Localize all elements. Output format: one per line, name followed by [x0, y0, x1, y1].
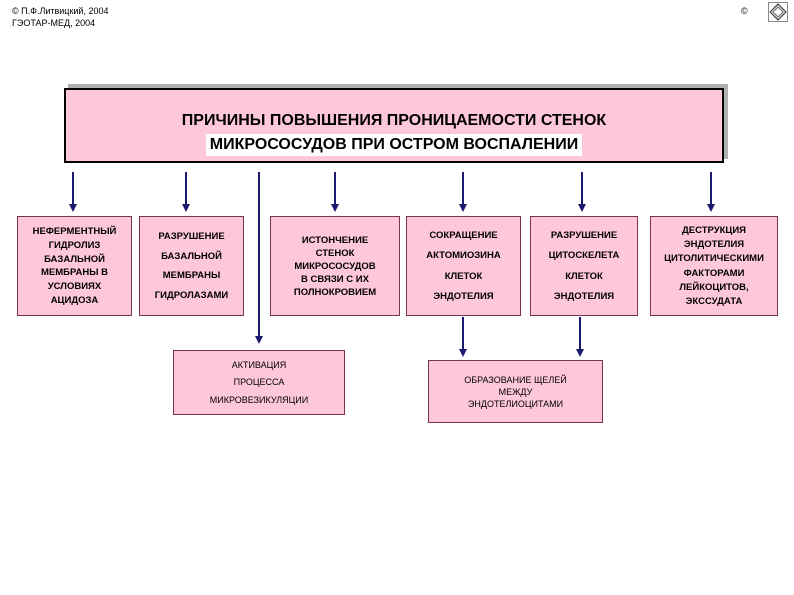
box-text: АКТОМИОЗИНА: [426, 250, 501, 262]
box-text: ЭНДОТЕЛИЯ: [553, 291, 615, 303]
box-text: ЭНДОТЕЛИОЦИТАМИ: [467, 398, 564, 409]
box-text: ФАКТОРАМИ: [683, 267, 745, 279]
cause-box-actomyosin-contraction: СОКРАЩЕНИЕ АКТОМИОЗИНА КЛЕТОК ЭНДОТЕЛИЯ: [406, 216, 521, 316]
box-text: БАЗАЛЬНОЙ: [161, 250, 222, 262]
box-text: ПОЛНОКРОВИЕМ: [293, 286, 377, 298]
box-text: СТЕНОК: [315, 247, 355, 259]
box-text: РАЗРУШЕНИЕ: [158, 231, 225, 243]
box-text: МИКРОСОСУДОВ: [294, 260, 376, 272]
box-text: ЭНДОТЕЛИЯ: [433, 291, 494, 303]
cause-box-wall-thinning: ИСТОНЧЕНИЕ СТЕНОК МИКРОСОСУДОВ В СВЯЗИ С…: [270, 216, 400, 316]
box-text: ОБРАЗОВАНИЕ ЩЕЛЕЙ: [464, 374, 567, 385]
box-text: БАЗАЛЬНОЙ: [44, 253, 105, 265]
box-text: ЭКССУДАТА: [685, 296, 743, 308]
copyright-line-2: ГЭОТАР-МЕД, 2004: [12, 18, 96, 28]
box-text: МЕЖДУ: [498, 386, 533, 397]
box-text: ЭНДОТЕЛИЯ: [683, 238, 745, 250]
box-text: АКТИВАЦИЯ: [231, 359, 287, 370]
diagram-title-line-2: МИКРОСОСУДОВ ПРИ ОСТРОМ ВОСПАЛЕНИИ: [205, 134, 583, 156]
box-text: В СВЯЗИ С ИХ: [301, 273, 369, 285]
cause-box-endothelium-destruction: ДЕСТРУКЦИЯ ЭНДОТЕЛИЯ ЦИТОЛИТИЧЕСКИМИ ФАК…: [650, 216, 778, 316]
diagram-title-box: ПРИЧИНЫ ПОВЫШЕНИЯ ПРОНИЦАЕМОСТИ СТЕНОК М…: [64, 88, 724, 163]
effect-box-interendothelial-gaps: ОБРАЗОВАНИЕ ЩЕЛЕЙ МЕЖДУ ЭНДОТЕЛИОЦИТАМИ: [428, 360, 603, 423]
box-text: КЛЕТОК: [565, 270, 603, 282]
cause-box-membrane-hydrolases: РАЗРУШЕНИЕ БАЗАЛЬНОЙ МЕМБРАНЫ ГИДРОЛАЗАМ…: [139, 216, 244, 316]
box-text: МЕМБРАНЫ: [162, 270, 221, 282]
box-text: ЛЕЙКОЦИТОВ,: [679, 281, 749, 293]
box-text: МЕМБРАНЫ В: [40, 267, 108, 279]
box-text: ЦИТОСКЕЛЕТА: [548, 250, 620, 262]
box-text: ДЕСТРУКЦИЯ: [681, 224, 747, 236]
box-text: АЦИДОЗА: [50, 294, 99, 306]
box-text: РАЗРУШЕНИЕ: [550, 229, 618, 241]
cause-box-cytoskeleton-destruction: РАЗРУШЕНИЕ ЦИТОСКЕЛЕТА КЛЕТОК ЭНДОТЕЛИЯ: [530, 216, 638, 316]
box-text: НЕФЕРМЕНТНЫЙ: [32, 226, 117, 238]
copyright-line-1: © П.Ф.Литвицкий, 2004: [12, 6, 109, 16]
box-text: СОКРАЩЕНИЕ: [429, 229, 498, 241]
box-text: ЦИТОЛИТИЧЕСКИМИ: [664, 253, 764, 265]
cause-box-nonenzymatic-hydrolysis: НЕФЕРМЕНТНЫЙ ГИДРОЛИЗ БАЗАЛЬНОЙ МЕМБРАНЫ…: [17, 216, 132, 316]
copyright-notice: © П.Ф.Литвицкий, 2004 ГЭОТАР-МЕД, 2004: [12, 5, 108, 29]
box-text: ПРОЦЕССА: [233, 377, 285, 388]
copyright-symbol: ©: [741, 6, 748, 16]
box-text: ИСТОНЧЕНИЕ: [301, 234, 369, 246]
box-text: УСЛОВИЯХ: [47, 280, 102, 292]
box-text: КЛЕТОК: [444, 270, 483, 282]
diagram-title-line-1: ПРИЧИНЫ ПОВЫШЕНИЯ ПРОНИЦАЕМОСТИ СТЕНОК: [181, 112, 607, 129]
box-text: ГИДРОЛАЗАМИ: [154, 289, 229, 301]
home-icon[interactable]: [768, 2, 788, 22]
effect-box-microvesiculation: АКТИВАЦИЯ ПРОЦЕССА МИКРОВЕЗИКУЛЯЦИИ: [173, 350, 345, 415]
box-text: МИКРОВЕЗИКУЛЯЦИИ: [209, 395, 309, 406]
box-text: ГИДРОЛИЗ: [48, 239, 101, 251]
